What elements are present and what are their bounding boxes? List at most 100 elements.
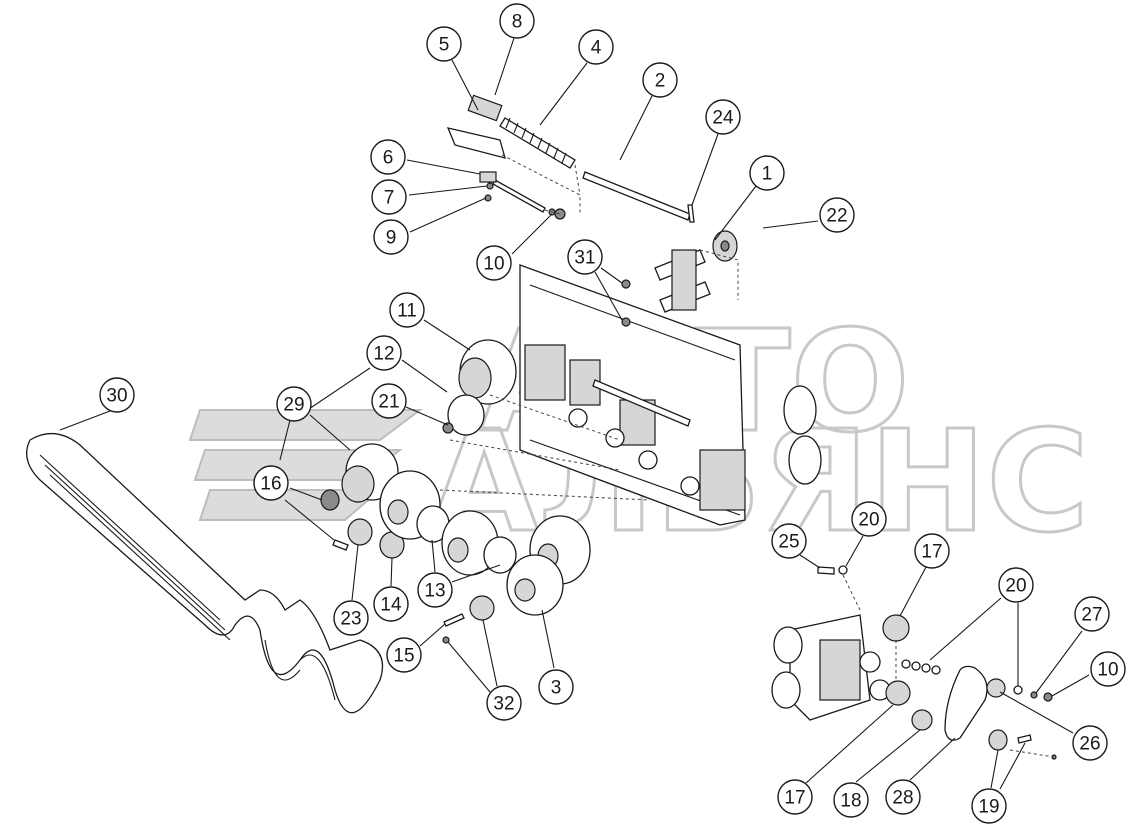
part-sleeve-right-2 — [788, 435, 822, 485]
callout-circle — [914, 533, 950, 569]
callout-17: 17 — [899, 533, 950, 617]
callout-circle — [333, 600, 369, 636]
callout-circle — [99, 377, 135, 413]
callout-7: 7 — [371, 179, 488, 215]
callout-label: 28 — [892, 788, 913, 809]
part-bolt-24 — [687, 204, 695, 223]
callout-leader — [855, 729, 921, 783]
part-bolt-15 — [443, 613, 465, 627]
callout-circle — [417, 572, 453, 608]
part-bolt-25 — [817, 566, 835, 575]
part-screw-long — [592, 379, 691, 427]
callout-circle — [366, 335, 402, 371]
callout-label: 4 — [591, 38, 602, 59]
callout-circle — [1074, 596, 1110, 632]
callout-label: 9 — [386, 228, 397, 249]
callout-label: 10 — [1097, 660, 1118, 681]
part-bracket-top — [446, 127, 506, 159]
callout-leader — [59, 410, 111, 431]
callout-label: 15 — [393, 646, 414, 667]
callout-23: 23 — [333, 544, 369, 636]
callout-circle — [538, 669, 574, 705]
callout-circle — [971, 788, 1007, 824]
callout-label: 2 — [655, 71, 666, 92]
part-nut-10 — [554, 208, 566, 220]
callout-4: 4 — [539, 29, 614, 126]
callout-circle — [998, 567, 1034, 603]
callout-leader — [408, 185, 488, 196]
callout-leader — [431, 539, 436, 573]
callout-circle — [885, 779, 921, 815]
callout-circle — [819, 197, 855, 233]
part-washer-20c — [838, 565, 848, 575]
callout-leader — [990, 749, 999, 789]
part-spring — [499, 117, 576, 169]
part-sprocket-17a — [882, 614, 910, 642]
callout-circle — [749, 155, 785, 191]
part-rod-small — [492, 179, 546, 213]
callout-circle — [373, 586, 409, 622]
callout-25: 25 — [771, 523, 821, 569]
part-sprocket-18 — [911, 709, 933, 731]
callout-label: 7 — [384, 188, 395, 209]
callout-13: 13 — [417, 539, 501, 608]
part-bush-23 — [347, 518, 373, 546]
part-sleeve-right-1 — [783, 385, 817, 435]
callout-29: 29 — [276, 386, 351, 461]
callout-27: 27 — [1035, 596, 1110, 694]
callout-6: 6 — [370, 139, 481, 175]
callout-leader — [619, 95, 653, 161]
callout-label: 17 — [921, 542, 942, 563]
part-gearbox-assembly — [771, 614, 891, 721]
callout-10: 10 — [1051, 651, 1126, 697]
callout-label: 25 — [778, 532, 799, 553]
callout-26: 26 — [999, 691, 1108, 761]
callout-leader — [1035, 630, 1083, 694]
callout-leader — [390, 557, 393, 587]
callout-label: 5 — [439, 35, 450, 56]
part-nut-7 — [486, 182, 494, 190]
callout-circle — [833, 782, 869, 818]
callout-label: 20 — [1005, 576, 1026, 597]
callout-leader — [401, 359, 448, 393]
part-sprocket-17b — [885, 680, 911, 706]
callout-label: 32 — [493, 694, 514, 715]
callout-circle — [476, 245, 512, 281]
callout-11: 11 — [389, 292, 471, 351]
callout-label: 11 — [397, 301, 417, 322]
callout-circle — [486, 685, 522, 721]
part-shaft-1 — [654, 249, 711, 313]
callout-circle — [777, 779, 813, 815]
part-key-19 — [1017, 734, 1032, 744]
callout-9: 9 — [373, 197, 487, 255]
part-nut-27 — [1030, 691, 1038, 699]
part-washer-20b — [1013, 685, 1023, 695]
callout-leader — [351, 544, 359, 601]
callout-circle — [771, 523, 807, 559]
part-nut-31b — [621, 317, 631, 327]
callout-5: 5 — [426, 26, 479, 111]
part-screw-32 — [442, 636, 450, 644]
assembly-axes — [439, 154, 1055, 758]
callout-leader — [447, 641, 491, 693]
callout-leader — [299, 367, 371, 416]
callout-circle — [499, 3, 535, 39]
callout-15: 15 — [386, 623, 446, 673]
callout-leader — [845, 535, 864, 567]
callout-label: 24 — [712, 108, 734, 129]
part-shaft-end-1 — [568, 408, 588, 428]
callout-circle — [371, 179, 407, 215]
callout-circle — [386, 637, 422, 673]
callout-19: 19 — [971, 742, 1026, 824]
callout-circle — [389, 292, 425, 328]
callout-12: 12 — [299, 335, 448, 416]
callout-leader — [909, 737, 956, 781]
callout-30: 30 — [59, 377, 135, 431]
callout-circle — [371, 383, 407, 419]
callout-circle — [373, 219, 409, 255]
callout-label: 16 — [260, 474, 281, 495]
callout-2: 2 — [619, 62, 678, 161]
callout-circle — [253, 465, 289, 501]
callout-16: 16 — [253, 465, 335, 541]
